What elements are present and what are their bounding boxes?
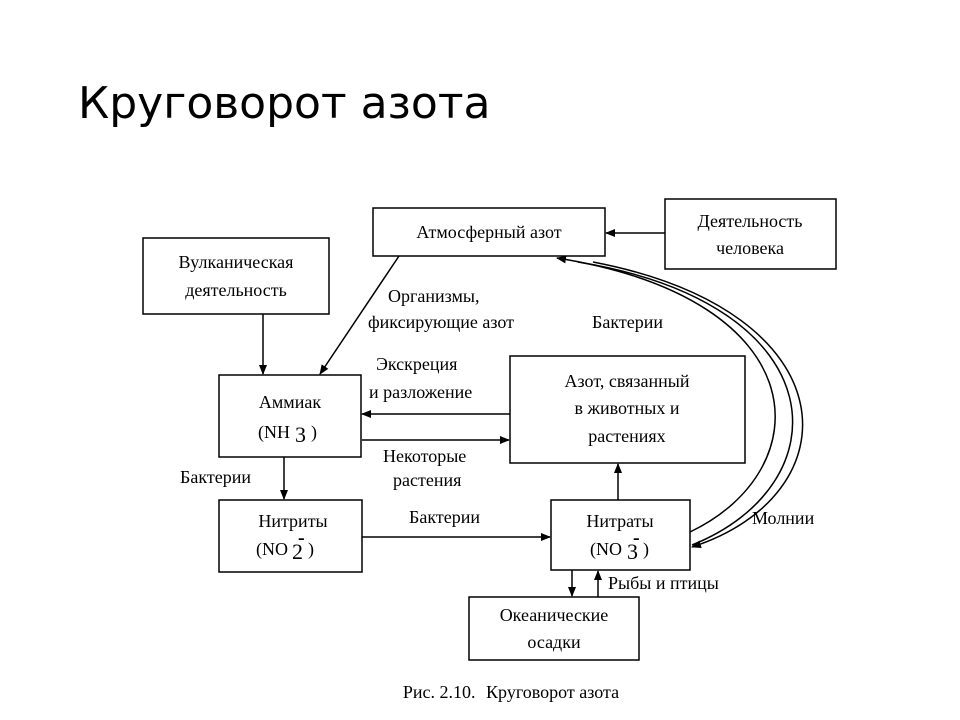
svg-text:Вулканическая: Вулканическая: [179, 252, 294, 272]
label-bacteria-left: Бактерии: [180, 467, 251, 487]
arrow-nitrates-to-atmospheric-bacteria: [556, 255, 776, 533]
svg-text:3: 3: [627, 539, 638, 564]
box-volcanic-activity: Вулканическая деятельность: [142, 237, 330, 315]
svg-text:-: -: [298, 527, 305, 549]
svg-text:): ): [308, 539, 314, 560]
figure-caption-title: Круговорот азота: [486, 682, 620, 702]
svg-text:Нитриты: Нитриты: [258, 511, 327, 531]
svg-text:Деятельность: Деятельность: [698, 211, 803, 231]
label-fixing-organisms: Организмы, фиксирующие азот: [368, 286, 514, 332]
arrow-atmospheric-to-nitrates-lightning-a: [577, 261, 794, 546]
svg-text:Аммиак: Аммиак: [259, 392, 321, 412]
svg-text:Некоторые: Некоторые: [383, 446, 466, 466]
svg-text:растения: растения: [393, 470, 461, 490]
label-bacteria-mid: Бактерии: [409, 507, 480, 527]
figure-number: Рис. 2.10.: [402, 682, 476, 702]
svg-text:осадки: осадки: [527, 632, 581, 652]
svg-text:человека: человека: [716, 238, 784, 258]
label-bacteria-top: Бактерии: [592, 312, 663, 332]
svg-text:Атмосферный азот: Атмосферный азот: [416, 222, 561, 242]
svg-text:(NO: (NO: [256, 539, 288, 560]
box-human-activity: Деятельность человека: [664, 198, 837, 270]
label-lightning: Молнии: [752, 508, 815, 528]
svg-text:Нитраты: Нитраты: [586, 511, 653, 531]
svg-text:Океанические: Океанические: [500, 605, 609, 625]
box-nitrites: Нитриты (NO 2 - ): [218, 499, 363, 573]
svg-text:Азот, связанный: Азот, связанный: [565, 371, 690, 391]
figure-caption: Рис. 2.10. Круговорот азота: [0, 682, 960, 703]
label-excretion: Экскреция и разложение: [369, 354, 472, 402]
box-ammonia: Аммиак (NH 3 ): [218, 374, 362, 458]
arrow-atmospheric-to-ammonia: [319, 255, 400, 375]
svg-text:деятельность: деятельность: [185, 280, 287, 300]
box-ocean-sediments: Океанические осадки: [468, 596, 640, 661]
box-bound-nitrogen: Азот, связанный в животных и растениях: [509, 355, 746, 464]
label-some-plants: Некоторые растения: [383, 446, 466, 490]
svg-text:2: 2: [292, 539, 303, 564]
svg-text:): ): [643, 539, 649, 560]
svg-text:Организмы,: Организмы,: [388, 286, 479, 306]
slide-title: Круговорот азота: [78, 78, 491, 129]
box-atmospheric-nitrogen: Атмосферный азот: [372, 207, 606, 257]
svg-text:Экскреция: Экскреция: [376, 354, 457, 374]
svg-text:и разложение: и разложение: [369, 382, 472, 402]
svg-text:растениях: растениях: [588, 426, 665, 446]
arrow-atmospheric-to-nitrates-lightning-b: [592, 261, 804, 549]
svg-text:фиксирующие азот: фиксирующие азот: [368, 312, 514, 332]
svg-text:(NO: (NO: [590, 539, 622, 560]
svg-text:(NH: (NH: [258, 422, 290, 443]
svg-text:в животных и: в животных и: [575, 398, 680, 418]
svg-text:-: -: [633, 527, 640, 549]
box-nitrates: Нитраты (NO 3 - ): [550, 499, 691, 571]
svg-text:): ): [311, 422, 317, 443]
label-fish-birds: Рыбы и птицы: [608, 573, 719, 593]
svg-text:3: 3: [295, 422, 306, 447]
